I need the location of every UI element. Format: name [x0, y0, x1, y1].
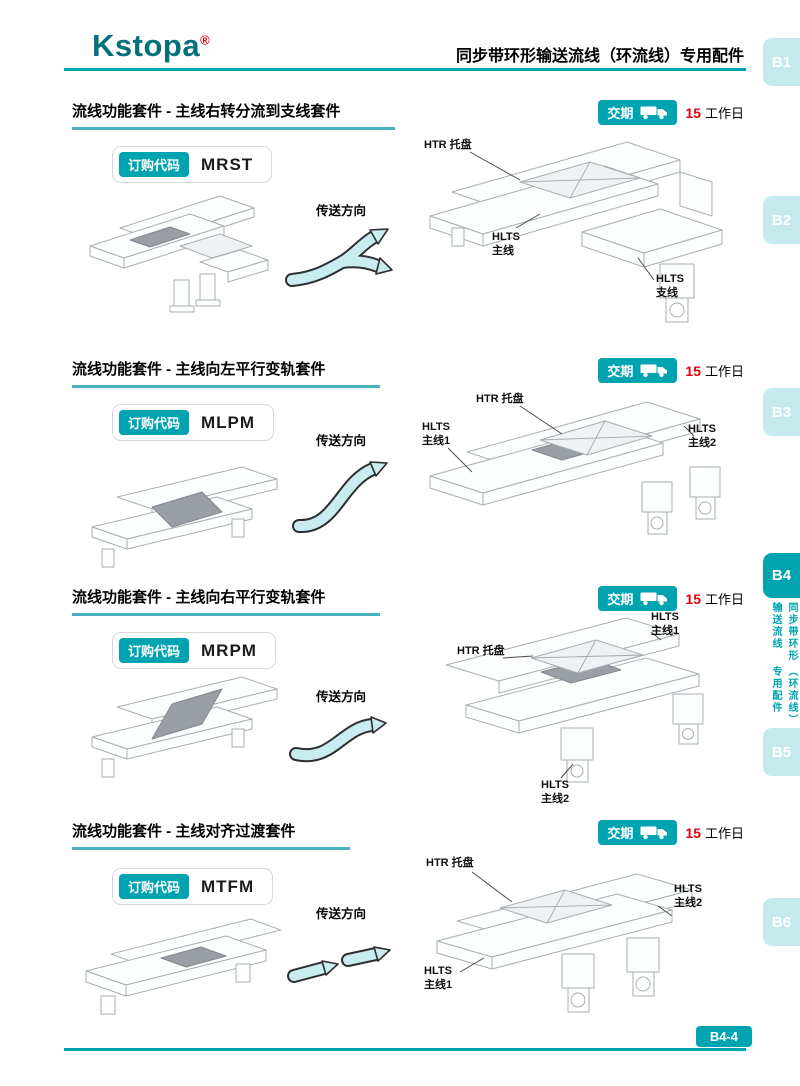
delivery-badge: 交期	[598, 100, 678, 125]
section-title: 流线功能套件 - 主线向右平行变轨套件	[72, 586, 381, 616]
delivery-days-unit: 工作日	[704, 364, 744, 379]
direction-arrow-double	[286, 924, 408, 995]
delivery-days-value: 15	[685, 363, 701, 379]
order-code-box: 订购代码 MRST	[112, 146, 273, 183]
delivery-badge: 交期	[598, 358, 678, 383]
order-code-value: MTFM	[201, 876, 255, 896]
delivery-badge: 交期	[598, 586, 678, 611]
side-tab-b4: B4	[763, 553, 800, 598]
side-tab-b5: B5	[763, 728, 800, 776]
product-thumbnail-drawing	[82, 184, 282, 339]
direction-label: 传送方向	[316, 434, 367, 448]
side-tab-b3: B3	[763, 388, 800, 436]
registered-mark-icon: ®	[200, 32, 211, 48]
direction-label: 传送方向	[316, 907, 367, 921]
callout-htr: HTR 托盘	[476, 393, 524, 405]
delivery-days-unit: 工作日	[704, 592, 744, 607]
tab-subtitle-col1: 同步带环形输送流线	[770, 602, 797, 662]
order-code-value: MRST	[201, 154, 254, 174]
section-title: 流线功能套件 - 主线对齐过渡套件	[72, 820, 351, 850]
direction-label: 传送方向	[316, 204, 367, 218]
delivery-label: 交期	[607, 826, 634, 841]
order-code-label: 订购代码	[119, 152, 190, 177]
header-rule	[64, 68, 746, 71]
truck-icon	[640, 364, 668, 378]
order-code-label: 订购代码	[119, 410, 190, 435]
order-code-label: 订购代码	[119, 638, 190, 663]
direction-label: 传送方向	[316, 690, 367, 704]
brand-logo: Kstopa®	[92, 28, 210, 64]
delivery-badge: 交期	[598, 820, 678, 845]
delivery-days-value: 15	[685, 105, 701, 121]
section-title: 流线功能套件 - 主线右转分流到支线套件	[72, 100, 396, 130]
order-code-box: 订购代码 MLPM	[112, 404, 275, 441]
product-thumbnail-drawing	[82, 452, 292, 587]
delivery-days-value: 15	[685, 591, 701, 607]
tab-subtitle-col2: （环流线）专用配件	[770, 666, 797, 726]
section-title: 流线功能套件 - 主线向左平行变轨套件	[72, 358, 381, 388]
direction-arrow-branch	[284, 218, 402, 303]
product-thumbnail-drawing	[82, 662, 297, 797]
page-title: 同步带环形输送流线（环流线）专用配件	[455, 48, 744, 65]
callout-htr: HTR 托盘	[426, 857, 474, 869]
delivery-label: 交期	[607, 592, 634, 607]
order-code-label: 订购代码	[119, 874, 190, 899]
order-code-box: 订购代码 MRPM	[112, 632, 276, 669]
delivery-days-unit: 工作日	[704, 106, 744, 121]
truck-icon	[640, 826, 668, 840]
truck-icon	[640, 592, 668, 606]
delivery-label: 交期	[607, 364, 634, 379]
order-code-value: MRPM	[201, 640, 257, 660]
side-tab-b1: B1	[763, 38, 800, 86]
product-thumbnail-drawing	[76, 916, 291, 1026]
callout-htr: HTR 托盘	[424, 139, 472, 151]
delivery-days-value: 15	[685, 825, 701, 841]
delivery-label: 交期	[607, 106, 634, 121]
order-code-value: MLPM	[201, 412, 256, 432]
order-code-box: 订购代码 MTFM	[112, 868, 274, 905]
footer-rule	[64, 1048, 746, 1051]
brand-name: Kstopa	[92, 28, 201, 63]
side-tab-b2: B2	[763, 196, 800, 244]
page-number-badge: B4-4	[695, 1026, 752, 1047]
direction-arrow-scurve	[289, 450, 401, 540]
delivery-days-unit: 工作日	[704, 826, 744, 841]
callout-htr: HTR 托盘	[457, 645, 505, 657]
side-tab-b4-subtitle: 同步带环形输送流线 （环流线）专用配件	[765, 602, 799, 730]
direction-arrow-scurve	[286, 704, 401, 781]
truck-icon	[640, 106, 668, 120]
side-tab-b6: B6	[763, 898, 800, 946]
